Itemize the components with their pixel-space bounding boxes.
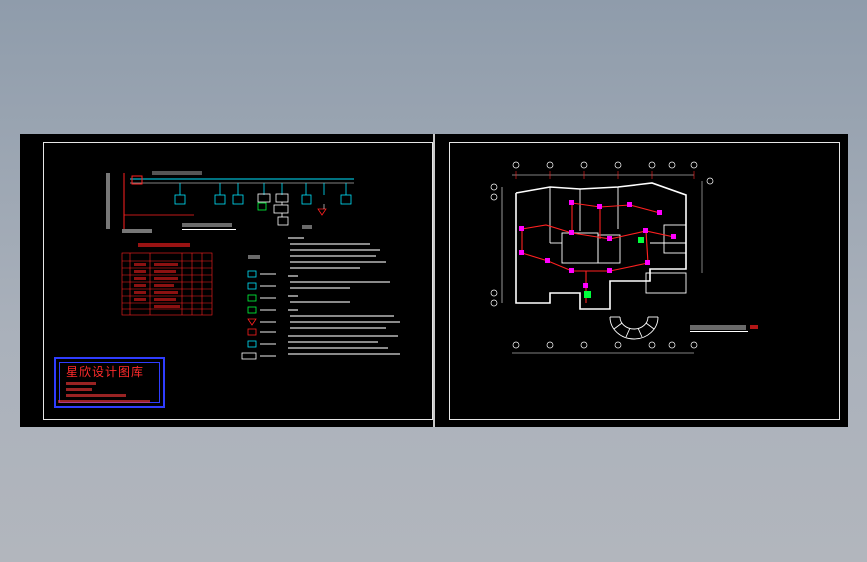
panel-label-mark <box>122 229 152 233</box>
diagram-caption-mark <box>182 223 232 227</box>
system-diagram-svg <box>106 171 400 360</box>
detector-devices <box>519 200 676 288</box>
top-dimension-ticks <box>515 171 695 179</box>
device-symbol <box>214 194 226 205</box>
right-drawing-panel <box>449 142 840 420</box>
device-symbol <box>273 204 289 214</box>
notes-title-mark <box>302 225 312 229</box>
main-panel-box <box>131 175 143 185</box>
diagram-caption-underline <box>182 229 236 230</box>
left-drawing-panel: 星欣设计图库 <box>43 142 433 420</box>
top-grid-bubbles <box>512 161 698 169</box>
vertical-annotation-mark <box>106 173 110 229</box>
watermark-logo: 星欣设计图库 <box>54 357 165 408</box>
design-notes-text <box>288 237 400 355</box>
logo-text-mark <box>58 400 150 403</box>
device-symbol <box>301 194 312 205</box>
interior-walls <box>549 187 687 294</box>
legend-items <box>241 270 276 360</box>
sheet-divider <box>433 134 435 427</box>
right-grid-bubble <box>706 177 714 185</box>
alarm-panel-device <box>584 291 591 298</box>
device-symbol <box>275 193 289 203</box>
alarm-symbol <box>317 208 327 216</box>
logo-text-mark <box>66 382 96 385</box>
manual-call-point <box>638 237 644 243</box>
device-drops <box>174 183 352 226</box>
spiral-staircase <box>609 316 659 340</box>
device-symbol <box>257 193 271 203</box>
legend-title-mark <box>248 255 260 259</box>
table-title-mark <box>138 243 190 247</box>
logo-text-mark <box>66 388 92 391</box>
device-symbol <box>232 194 244 205</box>
device-symbol <box>257 202 267 211</box>
device-symbol <box>277 216 289 226</box>
floor-plan-svg <box>490 161 758 354</box>
device-symbol <box>340 194 352 205</box>
plan-caption-underline <box>690 331 748 332</box>
plan-caption-mark <box>690 325 746 330</box>
table-cell-text-marks <box>134 263 180 308</box>
building-outline <box>515 182 687 310</box>
plan-scale-mark <box>750 325 758 329</box>
drawing-sheet: 星欣设计图库 <box>20 134 848 427</box>
left-grid-bubbles <box>490 183 498 307</box>
logo-title: 星欣设计图库 <box>66 365 145 379</box>
bottom-grid-bubbles <box>512 341 698 349</box>
bus-annotation-mark <box>152 171 202 175</box>
device-symbol <box>174 194 186 205</box>
logo-text-mark <box>66 394 126 397</box>
equipment-table <box>121 252 213 316</box>
